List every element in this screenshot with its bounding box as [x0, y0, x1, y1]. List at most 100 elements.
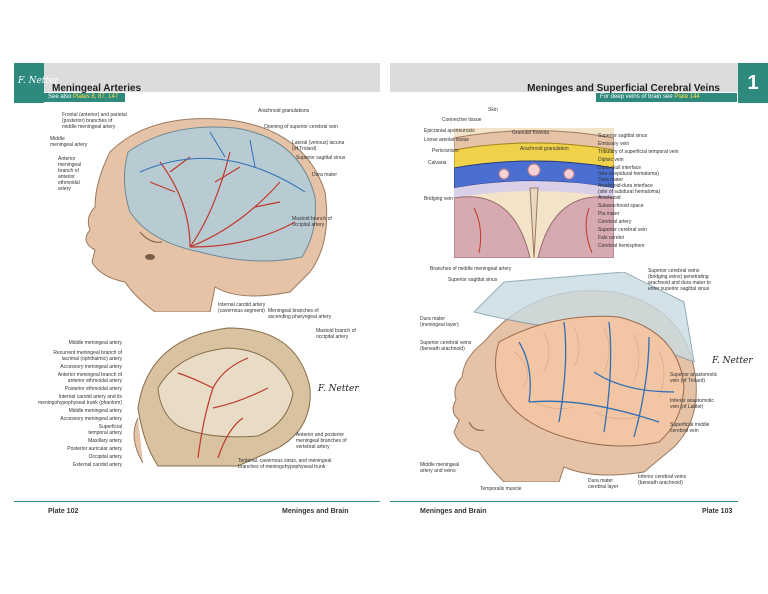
- label-connective-tissue: Connective tissue: [442, 117, 482, 123]
- plate-number: Plate 103: [702, 508, 733, 515]
- section-name: Meninges and Brain: [282, 508, 349, 515]
- label-line: (cavernous segment): [218, 308, 265, 314]
- label-superficial: Superficial: [98, 424, 122, 430]
- label-emissary-vein: Emissary vein: [598, 141, 630, 147]
- label-external-carotid: External carotid artery: [73, 462, 122, 468]
- label-frontal-parietal-branches: Frontal (anterior) and parietal (posteri…: [62, 112, 127, 130]
- artist-signature: F. Netter: [318, 384, 359, 394]
- label-superior-cerebral-vein: Superior cerebral vein: [598, 227, 647, 233]
- see-plate-link[interactable]: Plate 144: [674, 94, 700, 100]
- label-skin: Skin: [488, 107, 498, 113]
- label-dura-skull-interface: Dura-skull interface: [598, 165, 642, 171]
- label-dura-mater-meningeal: Dura mater (meningeal layer): [420, 316, 459, 328]
- label-superior-anastomotic-vein: Superior anastomotic vein (of Trolard): [670, 372, 717, 384]
- label-inferior-anastomotic-vein: Inferior anastomotic vein (of Labbé): [670, 398, 714, 410]
- label-posterior-auricular: Posterior auricular artery: [67, 446, 122, 452]
- label-recurrent-meningeal: Recurrent meningeal branch of: [53, 350, 122, 356]
- label-superior-cerebral-bridging-veins: Superior cerebral veins (bridging veins)…: [648, 268, 711, 292]
- label-epicranial-aponeurosis: Epicranial aponeurosis: [424, 128, 475, 134]
- label-line: (of Trolard): [292, 146, 317, 152]
- section-name: Meninges and Brain: [420, 508, 487, 515]
- label-line: meningeal: [58, 162, 82, 168]
- see-also-prefix: See also: [48, 94, 72, 100]
- cranial-base-figure: [133, 327, 311, 467]
- label-calvaria: Calvaria: [428, 160, 447, 166]
- label-superior-sagittal-sinus: Superior sagittal sinus: [296, 155, 346, 161]
- label-diploic-vein: Diploic vein: [598, 157, 624, 163]
- label-accessory-meningeal-2: Accessory meningeal artery: [60, 416, 122, 422]
- label-bridging-vein: Bridging vein: [424, 196, 453, 202]
- label-column-skull-base-left: Middle meningeal artery Recurrent mening…: [38, 340, 122, 468]
- label-branches-middle-meningeal: Branches of middle meningeal artery: [430, 266, 512, 272]
- label-superficial-middle-cerebral-vein: Superficial middle cerebral vein: [670, 422, 709, 434]
- label-line: Internal carotid artery: [218, 302, 266, 308]
- label-line: vein (of Labbé): [670, 404, 704, 410]
- label-internal-carotid: Internal carotid artery and its: [58, 394, 122, 400]
- label-dura-mater: Dura mater: [312, 172, 338, 178]
- label-accessory-meningeal: Accessory meningeal artery: [60, 364, 122, 370]
- label-middle-meningeal-artery: Middle meningeal artery: [50, 136, 87, 148]
- plate-number: Plate 102: [48, 508, 79, 515]
- label-line: cerebral layer: [588, 484, 619, 490]
- label-granular-foveola: Granular foveola: [512, 130, 549, 136]
- see-also-plates-link[interactable]: Plates 8, 87, 147: [73, 94, 119, 100]
- label-meningeal-ascending-pharyngeal: Meningeal branches of ascending pharynge…: [268, 308, 331, 320]
- label-epidural-site: (site of epidural hematoma): [598, 171, 659, 177]
- see-also-bar: See also Plates 8, 87, 147: [44, 93, 125, 102]
- label-pia-mater: Pia mater: [598, 211, 620, 217]
- label-tributary-temporal-vein: Tributary of superficial temporal vein: [598, 149, 679, 155]
- left-footer-rule: [14, 501, 380, 502]
- netter-logo: F. Netter: [18, 76, 59, 86]
- label-dura-mater: Dura mater: [598, 177, 624, 183]
- label-vertebral-meningeal-branches: Anterior and posterior meningeal branche…: [296, 432, 347, 450]
- label-arachnoid-dura-interface: Arachnoid-dura interface: [598, 183, 653, 189]
- label-line: (bridging veins) penetrating: [648, 274, 709, 280]
- label-arachnoid-granulation: Arachnoid granulation: [520, 146, 569, 152]
- label-line: Inferior anastomotic: [670, 398, 714, 404]
- label-middle-meningeal-2: Middle meningeal artery: [68, 408, 122, 414]
- meninges-coronal-section-figure: [454, 128, 614, 258]
- label-mastoid-branch-occipital: Mastoid branch of occipital artery: [292, 216, 332, 228]
- left-header-accent: [14, 63, 44, 103]
- label-temporalis-muscle: Temporalis muscle: [480, 486, 522, 492]
- label-line: Mastoid branch of: [316, 328, 356, 334]
- label-line: artery and veins: [420, 468, 456, 474]
- label-inferior-cerebral-veins: Inferior cerebral veins (beneath arachno…: [638, 474, 686, 486]
- label-line: occipital artery: [316, 334, 349, 340]
- label-line: Frontal (anterior) and parietal: [62, 112, 127, 118]
- label-tentorial-branches: Tentorial, cavernous sinus, and meningea…: [238, 458, 331, 470]
- page-title: Meninges and Superficial Cerebral Veins: [527, 83, 720, 94]
- label-line: Tentorial, cavernous sinus, and meningea…: [238, 458, 332, 464]
- plate-number-badge: 1: [738, 63, 768, 103]
- label-lateral-lacuna: Lateral (venous) lacuna (of Trolard): [292, 140, 344, 152]
- label-line: ethmoidal: [58, 180, 80, 186]
- page-title: Meningeal Arteries: [52, 83, 142, 94]
- label-line: Mastoid branch of: [292, 216, 332, 222]
- label-line: Superior cerebral veins: [648, 268, 700, 274]
- label-line: Superior cerebral veins: [420, 340, 472, 346]
- label-line: Superior anastomotic: [670, 372, 718, 378]
- label-lacrimal: lacrimal (ophthalmic) artery: [61, 356, 122, 362]
- label-line: Anterior: [58, 156, 76, 162]
- label-line: cerebral vein: [670, 428, 699, 434]
- right-footer-rule: [390, 501, 738, 502]
- label-line: branch of: [58, 168, 79, 174]
- label-line: Middle: [50, 136, 65, 142]
- label-line: Dura mater: [420, 316, 446, 322]
- label-line: Lateral (venous) lacuna: [292, 140, 345, 146]
- label-line: arachnoid and dura mater to: [648, 280, 711, 286]
- label-opening-superior-cerebral-vein: Opening of superior cerebral vein: [264, 124, 338, 130]
- label-line: middle meningeal artery: [62, 124, 116, 130]
- label-line: anterior: [58, 174, 75, 180]
- label-anterior-ethmoidal: anterior ethmoidal artery: [67, 378, 122, 384]
- label-cerebral-artery: Cerebral artery: [598, 219, 632, 225]
- artist-signature: F. Netter: [712, 356, 753, 366]
- label-line: (beneath arachnoid): [420, 346, 465, 352]
- label-superior-cerebral-veins-arachnoid: Superior cerebral veins (beneath arachno…: [420, 340, 471, 352]
- label-loose-areolar-tissue: Loose areolar tissue: [424, 137, 470, 143]
- label-superior-sagittal-sinus: Superior sagittal sinus: [598, 133, 648, 139]
- label-line: Meningeal branches of: [268, 308, 319, 314]
- label-falx-cerebri: Falx cerebri: [598, 235, 625, 241]
- left-header-bar: [14, 63, 380, 92]
- label-dura-mater-cerebral: Dura mater cerebral layer: [588, 478, 618, 490]
